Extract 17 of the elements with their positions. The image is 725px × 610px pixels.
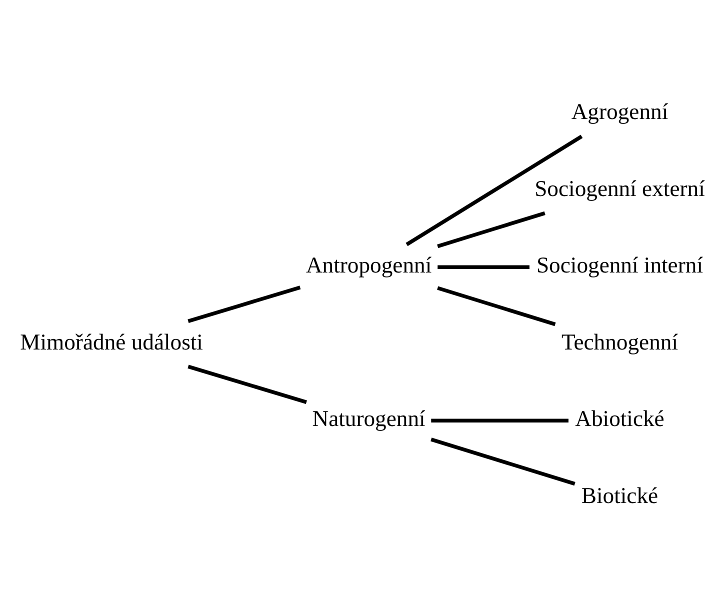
- node-text: Abiotické: [575, 406, 664, 431]
- node-text: Sociogenní externí: [534, 175, 705, 200]
- node-text: Antropogenní: [306, 252, 432, 278]
- connector: [437, 286, 556, 326]
- connector: [188, 285, 301, 322]
- node-text: Sociogenní interní: [536, 252, 703, 278]
- node-text: Technogenní: [561, 328, 678, 354]
- node-text: Biotické: [581, 482, 658, 508]
- connector: [438, 264, 530, 269]
- node-text: Agrogenní: [571, 98, 668, 124]
- connector: [430, 437, 576, 486]
- connector: [406, 134, 583, 246]
- connector: [188, 364, 307, 404]
- node-text: Naturogenní: [312, 406, 426, 431]
- connector: [437, 210, 546, 248]
- node-text: Mimořádné události: [20, 328, 203, 354]
- connector: [431, 418, 568, 422]
